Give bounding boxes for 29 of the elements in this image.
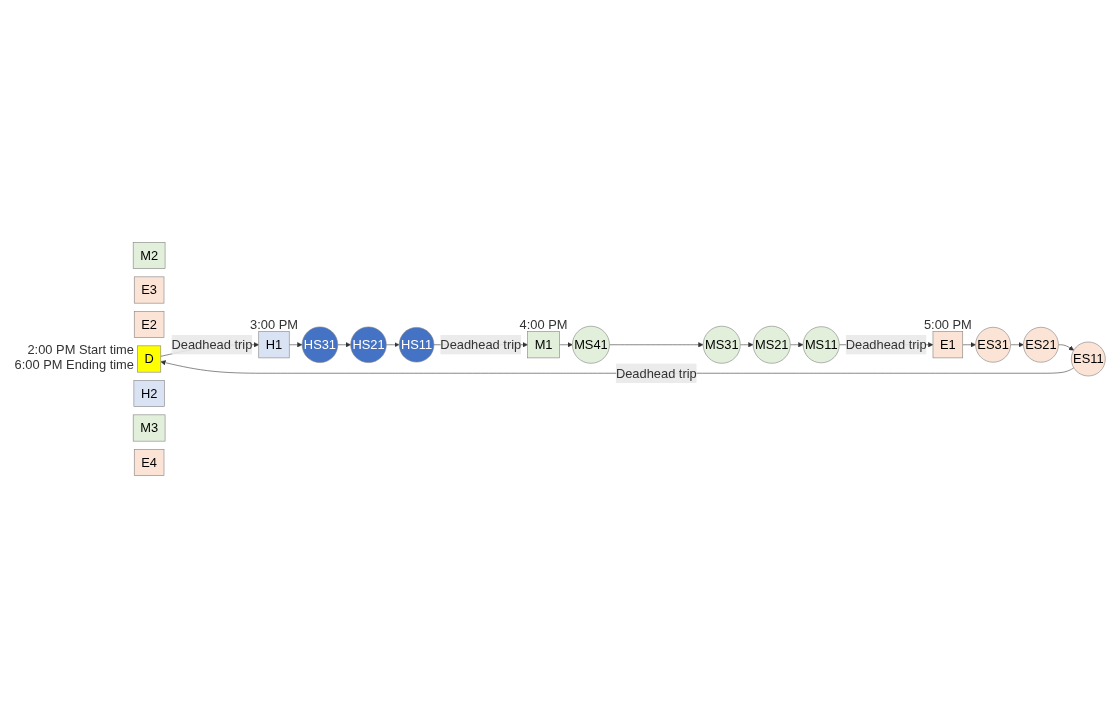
node-box: M3 [132, 414, 165, 441]
node-circle: MS41 [571, 325, 610, 364]
time-label: 5:00 PM [923, 316, 972, 332]
node-box: H1 [257, 330, 290, 358]
node-circle: MS21 [752, 325, 791, 364]
node-box: E3 [133, 276, 164, 303]
node-circle: MS11 [802, 325, 840, 363]
time-label: 3:00 PM [249, 316, 298, 332]
node-box: M1 [526, 330, 560, 358]
node-circle: ES21 [1022, 326, 1059, 363]
node-box: M2 [132, 241, 165, 269]
edge-label: Deadhead trip [615, 365, 697, 381]
node-box: D [136, 345, 161, 372]
node-circle: MS31 [702, 325, 741, 364]
node-circle: HS11 [398, 326, 434, 362]
edge-label: Deadhead trip [845, 336, 927, 352]
node-circle: ES11 [1070, 341, 1106, 376]
time-label: 4:00 PM [519, 316, 567, 332]
node-circle: HS21 [349, 326, 387, 363]
node-circle: HS31 [301, 326, 338, 363]
edge-label: Deadhead trip [171, 336, 252, 352]
time-label: 2:00 PM Start time [26, 341, 134, 357]
node-box: E2 [133, 310, 164, 338]
edge-label: Deadhead trip [439, 336, 521, 352]
node-circle: ES31 [974, 326, 1011, 363]
node-box: E1 [932, 330, 963, 358]
node-box: H2 [133, 379, 165, 407]
node-box: E4 [133, 448, 164, 476]
time-label: 6:00 PM Ending time [14, 356, 134, 372]
